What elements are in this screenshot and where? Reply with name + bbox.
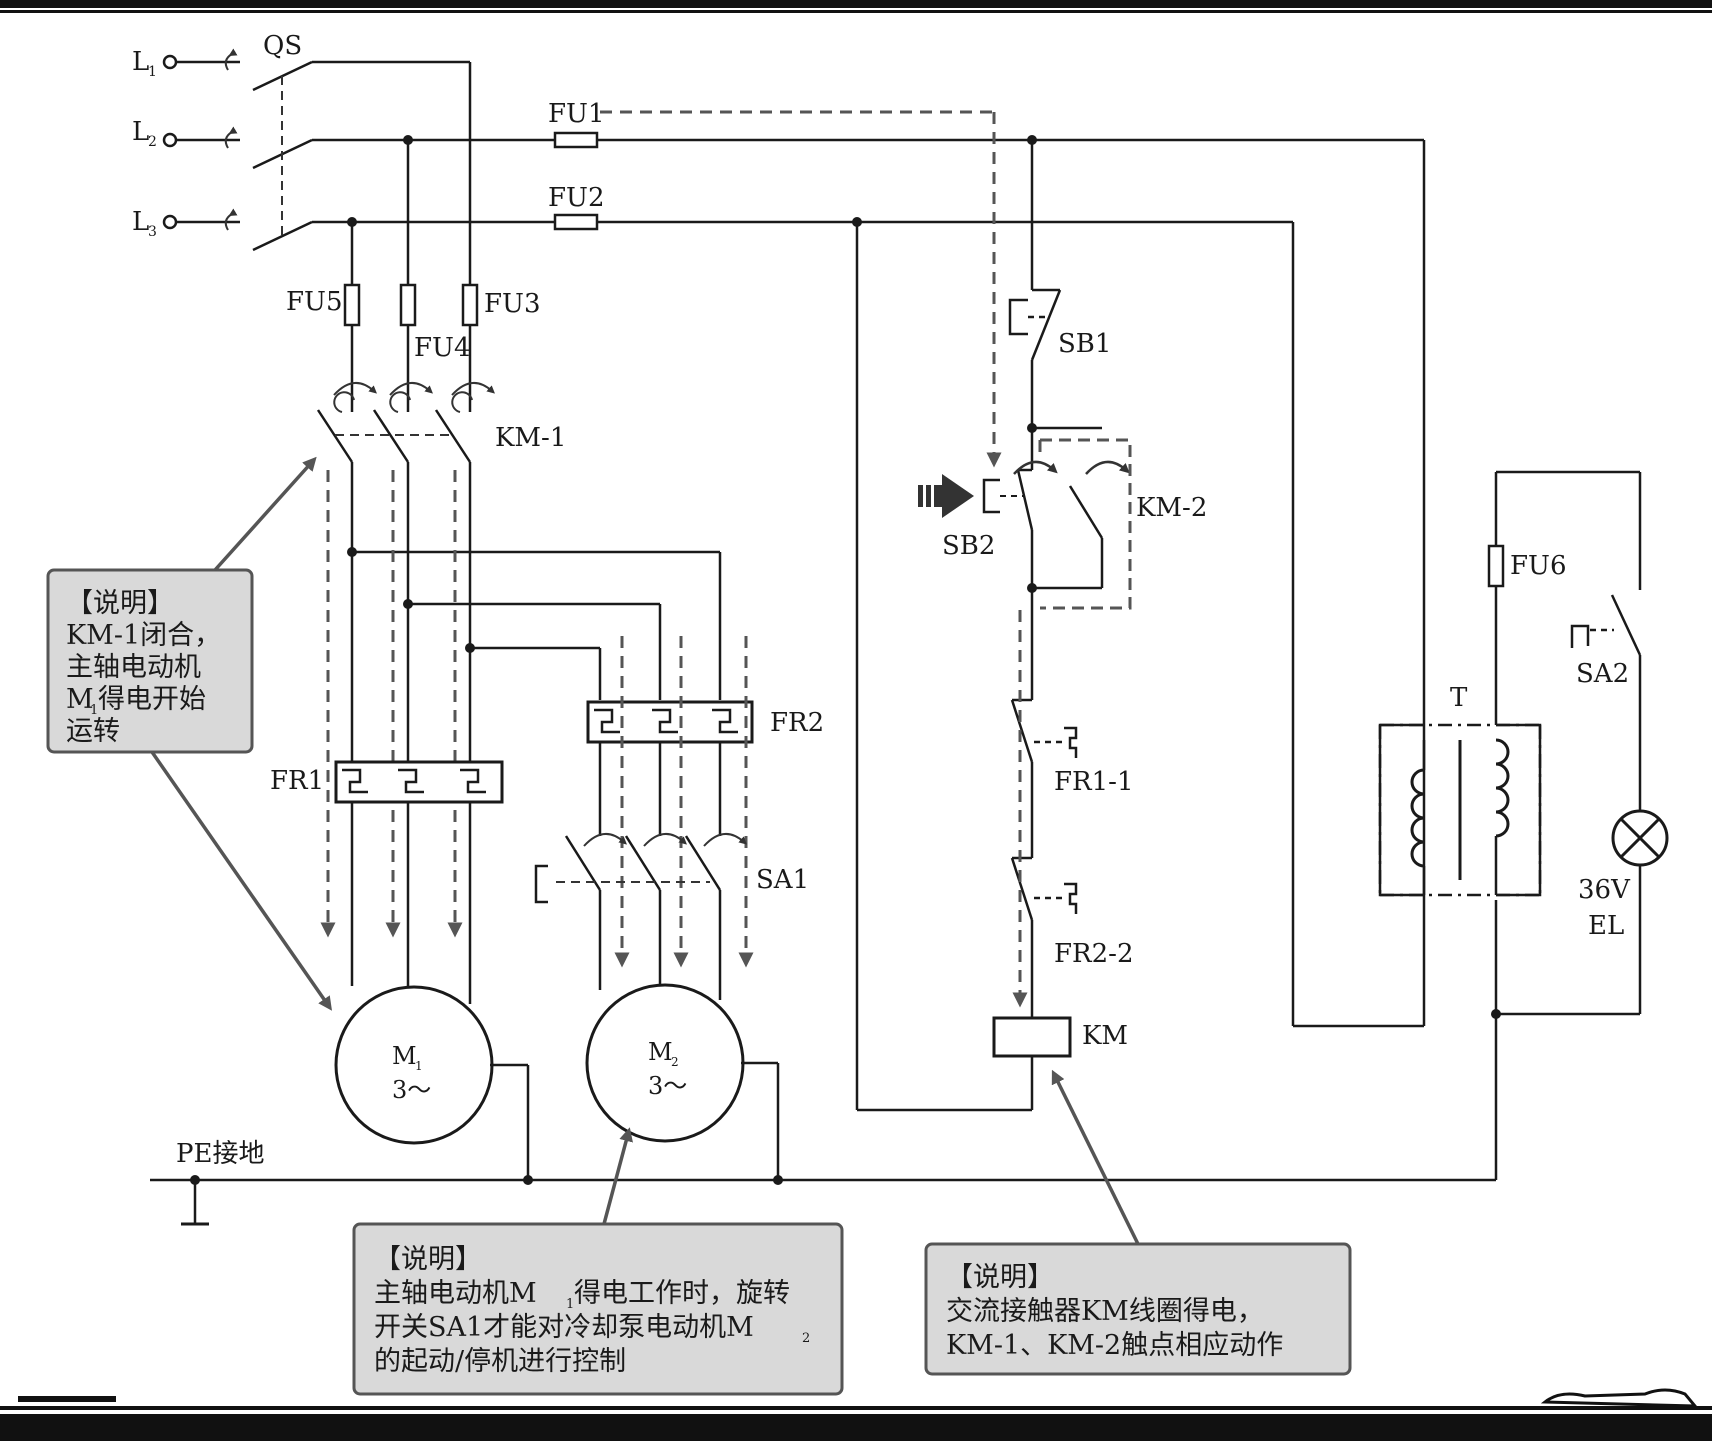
motor-labels: M 1 3～ M 2 3～ bbox=[392, 1038, 687, 1104]
label-fr2-2: FR2-2 bbox=[1054, 939, 1134, 969]
note-1-line3sub: 1 bbox=[90, 703, 98, 718]
label-fu2: FU2 bbox=[548, 183, 605, 213]
m1-name: M bbox=[392, 1042, 417, 1070]
m1-phase: 3～ bbox=[392, 1076, 431, 1104]
label-sb1: SB1 bbox=[1058, 329, 1111, 359]
label-l3-sub: 3 bbox=[148, 224, 157, 240]
m2-phase: 3～ bbox=[648, 1072, 687, 1100]
note-1-line3b: 得电开始 bbox=[98, 684, 206, 715]
m1-sub: 1 bbox=[415, 1059, 423, 1073]
note-3-line2: KM-1、KM-2触点相应动作 bbox=[946, 1330, 1283, 1361]
label-sa1: SA1 bbox=[756, 865, 809, 895]
press-arrow-icon bbox=[918, 474, 974, 518]
lamp-el bbox=[1611, 809, 1669, 867]
label-fr1-1: FR1-1 bbox=[1054, 767, 1134, 797]
note-1-line1: KM-1闭合， bbox=[66, 620, 221, 651]
label-l2: L bbox=[132, 117, 149, 147]
control-wiring bbox=[855, 140, 1104, 1112]
label-t: T bbox=[1450, 683, 1468, 713]
fuse-fu4 bbox=[399, 283, 417, 327]
note-2-line1a: 主轴电动机M bbox=[374, 1278, 537, 1309]
label-l1-sub: 1 bbox=[148, 64, 157, 80]
label-fu3: FU3 bbox=[484, 289, 541, 319]
note-box-2 bbox=[352, 1222, 844, 1396]
label-l2-sub: 2 bbox=[148, 134, 157, 150]
label-el: EL bbox=[1588, 911, 1624, 941]
fu1-dashed-link bbox=[600, 110, 1028, 1008]
m1-control-arrows bbox=[320, 470, 463, 938]
label-fu6: FU6 bbox=[1510, 551, 1567, 581]
transformer-t bbox=[1378, 723, 1542, 897]
label-fr2: FR2 bbox=[770, 708, 824, 738]
note-3-title: 【说明】 bbox=[946, 1262, 1054, 1293]
qs-operators bbox=[224, 48, 283, 240]
fr1-relay bbox=[334, 760, 504, 804]
label-km2: KM-2 bbox=[1136, 493, 1207, 523]
sb1-button bbox=[1008, 298, 1046, 336]
note-1-title: 【说明】 bbox=[66, 588, 174, 619]
label-fu5: FU5 bbox=[286, 287, 343, 317]
label-pe: PE接地 bbox=[176, 1139, 264, 1169]
m2-control-arrows bbox=[614, 636, 754, 968]
label-l3: L bbox=[132, 207, 149, 237]
lighting-wiring bbox=[1494, 470, 1642, 1016]
note-box-1 bbox=[46, 568, 254, 754]
note-2-line2a: 开关SA1才能对冷却泵电动机M bbox=[374, 1312, 754, 1343]
km-coil bbox=[992, 1016, 1072, 1058]
fuses bbox=[343, 131, 1505, 588]
qs-terminals bbox=[162, 54, 178, 230]
main-wiring bbox=[176, 60, 1426, 1028]
note-1-line4: 运转 bbox=[66, 716, 120, 747]
fr2-relay bbox=[586, 700, 754, 744]
label-fr1: FR1 bbox=[270, 766, 324, 796]
note-pointers bbox=[150, 456, 1140, 1245]
terminal-labels: L 1 L 2 L 3 bbox=[132, 47, 157, 240]
note-2-title: 【说明】 bbox=[374, 1244, 482, 1275]
motor-ground-wires bbox=[150, 1014, 1498, 1226]
note-1-text: 【说明】 KM-1闭合， 主轴电动机 M 1 得电开始 运转 bbox=[66, 588, 221, 747]
label-sb2: SB2 bbox=[942, 531, 995, 561]
label-sa2: SA2 bbox=[1576, 659, 1629, 689]
label-qs: QS bbox=[263, 31, 302, 61]
component-labels: QS FU1 FU2 FU5 FU3 FU4 KM-1 FR1 FR2 SA1 … bbox=[176, 31, 1631, 1169]
fuse-fu6 bbox=[1487, 544, 1505, 588]
label-km1: KM-1 bbox=[495, 423, 566, 453]
fr-contacts bbox=[1034, 726, 1078, 914]
note-2-line2sub: 2 bbox=[802, 1331, 810, 1346]
km2-contact-group bbox=[1013, 438, 1132, 610]
note-3-line1: 交流接触器KM线圈得电， bbox=[946, 1296, 1264, 1327]
m2-name: M bbox=[648, 1038, 673, 1066]
m2-sub: 2 bbox=[671, 1055, 679, 1069]
note-1-line3a: M bbox=[66, 684, 94, 715]
note-2-line1sub: 1 bbox=[566, 1297, 574, 1312]
sb2-button bbox=[918, 474, 1024, 518]
label-fu4: FU4 bbox=[414, 333, 471, 363]
fuse-fu1 bbox=[553, 131, 599, 149]
note-2-line1b: 得电工作时，旋转 bbox=[574, 1278, 790, 1309]
fuse-fu2 bbox=[553, 213, 599, 231]
sa1-operators bbox=[534, 833, 747, 904]
note-2-line3: 的起动/停机进行控制 bbox=[374, 1346, 626, 1377]
note-2-text: 【说明】 主轴电动机M 1 得电工作时，旋转 开关SA1才能对冷却泵电动机M 2… bbox=[374, 1244, 810, 1377]
label-l1: L bbox=[132, 47, 149, 77]
note-3-text: 【说明】 交流接触器KM线圈得电， KM-1、KM-2触点相应动作 bbox=[946, 1262, 1283, 1361]
fuse-fu3 bbox=[461, 283, 479, 327]
note-1-line2: 主轴电动机 bbox=[66, 652, 201, 683]
fuse-fu5 bbox=[343, 283, 361, 327]
label-fu1: FU1 bbox=[548, 99, 605, 129]
label-km: KM bbox=[1082, 1021, 1128, 1051]
label-36v: 36V bbox=[1578, 875, 1631, 905]
km1-operators bbox=[333, 382, 495, 436]
